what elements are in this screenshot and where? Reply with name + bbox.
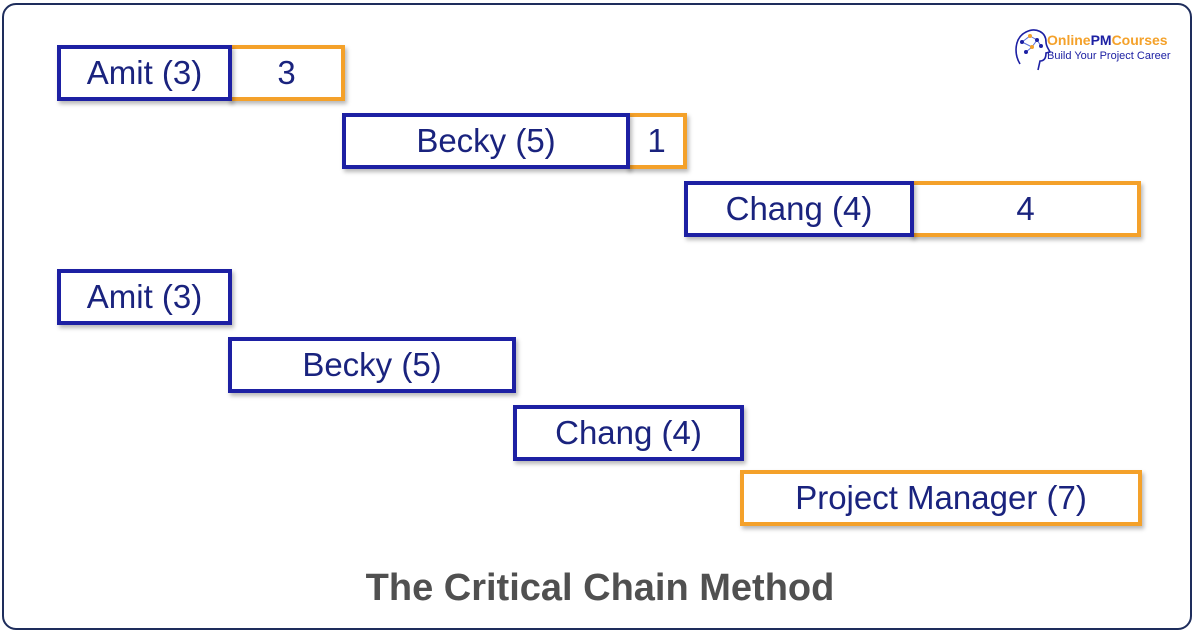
- task-amit-label: Amit (3): [86, 54, 203, 91]
- logo-tagline: Build Your Project Career: [1047, 50, 1171, 62]
- buffer-becky: 1: [626, 113, 687, 169]
- project-buffer-label: Project Manager (7): [795, 479, 1087, 516]
- cc-task-chang: Chang (4): [513, 405, 744, 461]
- cc-task-chang-label: Chang (4): [555, 414, 702, 451]
- diagram-title: The Critical Chain Method: [365, 567, 835, 609]
- buffer-becky-label: 1: [647, 122, 666, 159]
- logo-brand-online: Online: [1047, 32, 1091, 48]
- head-network-logo-icon: [1015, 29, 1052, 71]
- task-chang-label: Chang (4): [725, 190, 873, 227]
- cc-task-becky: Becky (5): [228, 337, 516, 393]
- task-chang: Chang (4): [684, 181, 914, 237]
- diagram-frame: [2, 3, 1192, 630]
- buffer-amit: 3: [228, 45, 345, 101]
- cc-task-amit: Amit (3): [57, 269, 232, 325]
- cc-task-amit-label: Amit (3): [86, 278, 203, 315]
- task-becky-label: Becky (5): [416, 122, 556, 159]
- logo-brand: OnlinePMCourses: [1047, 32, 1168, 48]
- buffer-chang: 4: [910, 181, 1141, 237]
- task-becky: Becky (5): [342, 113, 630, 169]
- task-amit: Amit (3): [57, 45, 232, 101]
- logo-brand-pm: PM: [1090, 32, 1112, 48]
- project-buffer: Project Manager (7): [740, 470, 1142, 526]
- buffer-amit-label: 3: [277, 54, 296, 91]
- logo-brand-courses: Courses: [1111, 32, 1168, 48]
- buffer-chang-label: 4: [1016, 190, 1035, 227]
- cc-task-becky-label: Becky (5): [302, 346, 442, 383]
